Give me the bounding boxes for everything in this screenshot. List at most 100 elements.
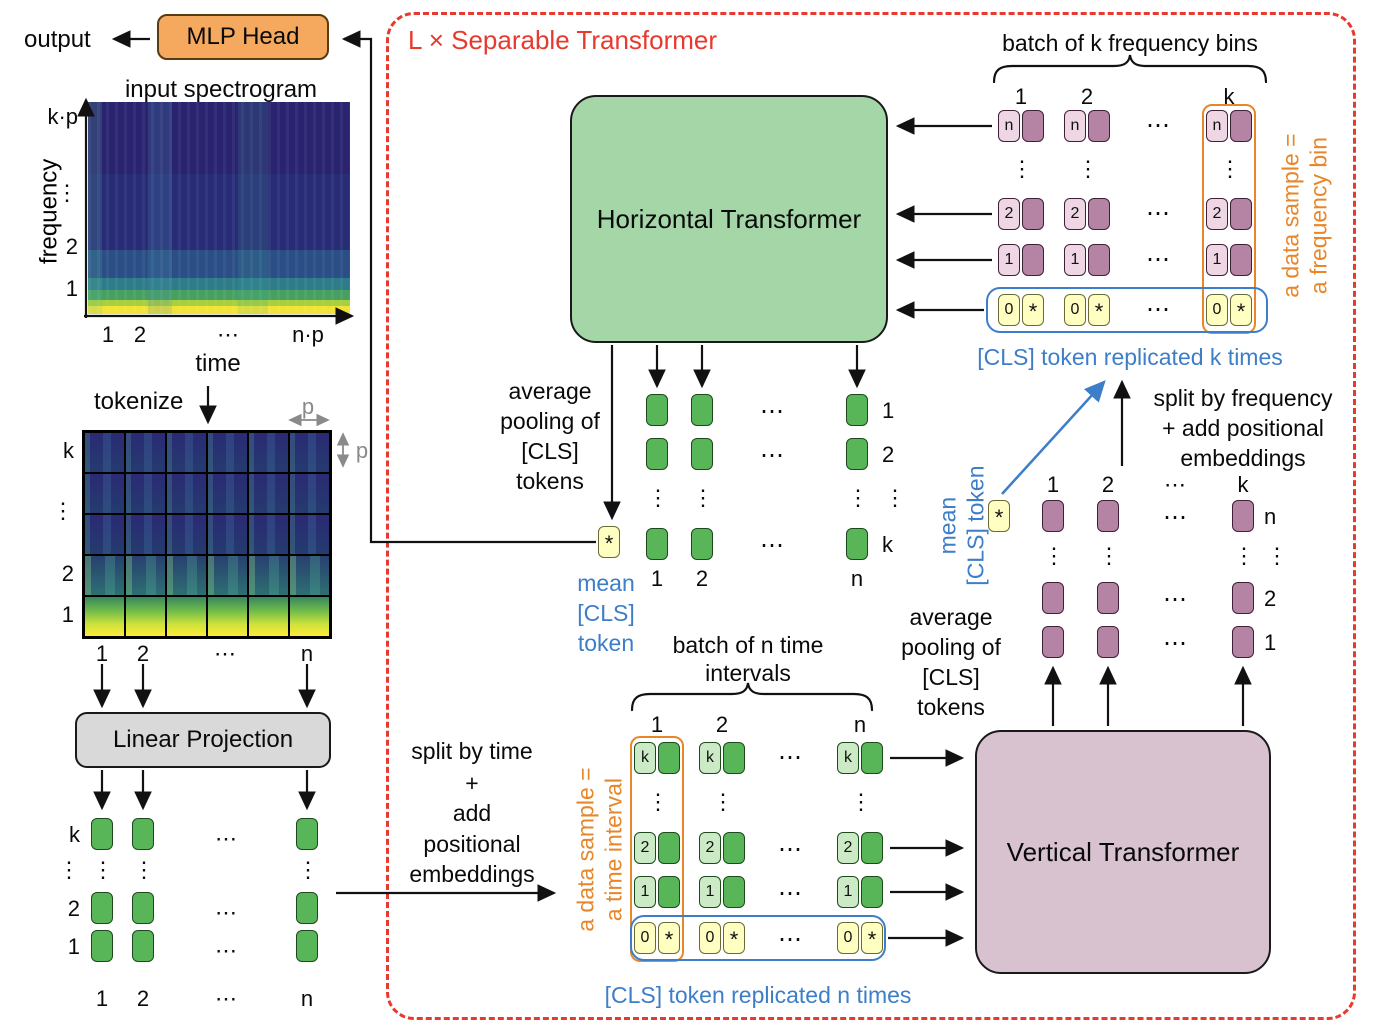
- hout-token: [846, 394, 868, 426]
- ellipsis-horizontal: ⋯: [1146, 112, 1170, 139]
- freq-index-box: n: [1206, 110, 1228, 142]
- vout-token: [1232, 626, 1254, 658]
- pooling-note-v-line1: average: [909, 604, 993, 630]
- spectrogram-title: input spectrogram: [124, 76, 318, 103]
- split-freq-note-line3: embeddings: [1180, 445, 1306, 471]
- mean-cls-note-h-line2: [CLS]: [577, 600, 635, 626]
- ellipsis-vertical: ⋮: [1011, 156, 1033, 181]
- emb-col-label-dots: ⋯: [215, 986, 237, 1011]
- time-cls-token: *: [658, 922, 680, 954]
- time-sample-note-line1: a data sample =: [572, 767, 599, 932]
- patch-cell: [289, 432, 330, 473]
- embedding-token: [91, 930, 113, 962]
- ellipsis-horizontal: ⋯: [215, 938, 237, 963]
- split-time-note-line2: +: [465, 770, 479, 796]
- xtick-1: 1: [101, 322, 115, 347]
- split-time-note-line1: split by time: [411, 738, 533, 764]
- ellipsis-vertical: ⋮: [692, 485, 714, 510]
- vout-token: [1097, 582, 1119, 614]
- time-sample-note: a data sample = a time interval: [572, 725, 627, 975]
- freq-token: [1088, 110, 1110, 142]
- freq-index-box: 1: [998, 244, 1020, 276]
- mean-cls-token-h: *: [598, 526, 620, 558]
- pooling-note-h-line4: tokens: [516, 468, 584, 494]
- hout-token: [646, 394, 668, 426]
- ytick-1: 1: [65, 276, 78, 301]
- patch-cell: [84, 555, 125, 596]
- mean-cls-note-h-line3: token: [577, 630, 635, 656]
- freq-sample-note-line1: a data sample =: [1277, 133, 1304, 298]
- pooling-note-h-line3: [CLS]: [521, 438, 579, 464]
- patch-cell: [125, 473, 166, 514]
- freq-cls-index-box: 0: [1064, 294, 1086, 326]
- mean-cls-note-v-line1: mean: [934, 496, 961, 555]
- xtick-2: 2: [133, 322, 147, 347]
- ellipsis-horizontal: ⋯: [778, 744, 802, 771]
- split-freq-note-line2: + add positional: [1162, 415, 1324, 441]
- mean-cls-note-v: mean [CLS] token: [934, 451, 989, 601]
- freq-cls-index-box: 0: [1206, 294, 1228, 326]
- embedding-token: [91, 818, 113, 850]
- patch-cell: [289, 514, 330, 555]
- freq-index-box: n: [998, 110, 1020, 142]
- patch-size-label-top: p: [301, 394, 315, 419]
- ellipsis-horizontal: ⋯: [760, 398, 784, 425]
- time-cls-index-box: 0: [699, 922, 721, 954]
- split-time-note-line4: positional: [423, 831, 521, 857]
- hout-token: [691, 438, 713, 470]
- emb-col-label-1: 1: [95, 986, 109, 1011]
- freq-index-box: 2: [1206, 198, 1228, 230]
- freq-token: [1230, 244, 1252, 276]
- time-token: [723, 832, 745, 864]
- split-time-note-line5: embeddings: [409, 861, 535, 887]
- patch-col-label-dots: ⋯: [214, 641, 236, 666]
- vertical-transformer-box: Vertical Transformer: [975, 730, 1271, 974]
- time-token: [861, 876, 883, 908]
- vout-row-label-2: 2: [1264, 586, 1277, 611]
- freq-token: [1022, 198, 1044, 230]
- patch-cell: [166, 432, 207, 473]
- ellipsis-vertical: ⋮: [1098, 543, 1120, 568]
- time-token: [861, 742, 883, 774]
- freq-token: [1088, 244, 1110, 276]
- freq-cls-token: *: [1022, 294, 1044, 326]
- patch-cell: [166, 596, 207, 637]
- freq-token: [1022, 244, 1044, 276]
- hout-col-label-1: 1: [650, 566, 664, 591]
- emb-col-label-n: n: [300, 986, 314, 1011]
- freq-token: [1230, 110, 1252, 142]
- hout-col-label-2: 2: [695, 566, 709, 591]
- patch-row-label-1: 1: [61, 602, 74, 627]
- freq-col-header-k: k: [1223, 84, 1235, 109]
- ellipsis-vertical: ⋮: [1043, 543, 1065, 568]
- time-cls-token: *: [861, 922, 883, 954]
- xtick-np: n·p: [292, 322, 324, 347]
- ellipsis-vertical: ⋮: [1233, 543, 1255, 568]
- split-time-note-line3: add: [452, 800, 492, 826]
- freq-index-box: 1: [1206, 244, 1228, 276]
- embedding-token: [296, 930, 318, 962]
- time-token: [861, 832, 883, 864]
- patch-cell: [125, 555, 166, 596]
- patch-cell: [84, 596, 125, 637]
- patch-grid: [82, 430, 332, 639]
- patch-cell: [207, 596, 248, 637]
- ellipsis-horizontal: ⋯: [778, 926, 802, 953]
- patch-size-label-right: p: [355, 438, 369, 463]
- mean-cls-note-v-line2: [CLS] token: [962, 465, 988, 586]
- hout-row-label-k: k: [882, 532, 893, 557]
- hout-token: [646, 528, 668, 560]
- ellipsis-vertical: ⋮: [1266, 543, 1288, 568]
- patch-cell: [84, 432, 125, 473]
- ellipsis-vertical: ⋮: [647, 485, 669, 510]
- patch-col-label-1: 1: [95, 641, 109, 666]
- time-col-header-1: 1: [650, 712, 664, 737]
- time-cls-index-box: 0: [837, 922, 859, 954]
- hout-row-label-1: 1: [882, 398, 895, 423]
- hout-col-label-n: n: [850, 566, 864, 591]
- time-col-header-2: 2: [715, 712, 729, 737]
- patch-col-label-n: n: [300, 641, 314, 666]
- time-token: [658, 742, 680, 774]
- tokenize-label: tokenize: [94, 388, 184, 415]
- embedding-token: [296, 892, 318, 924]
